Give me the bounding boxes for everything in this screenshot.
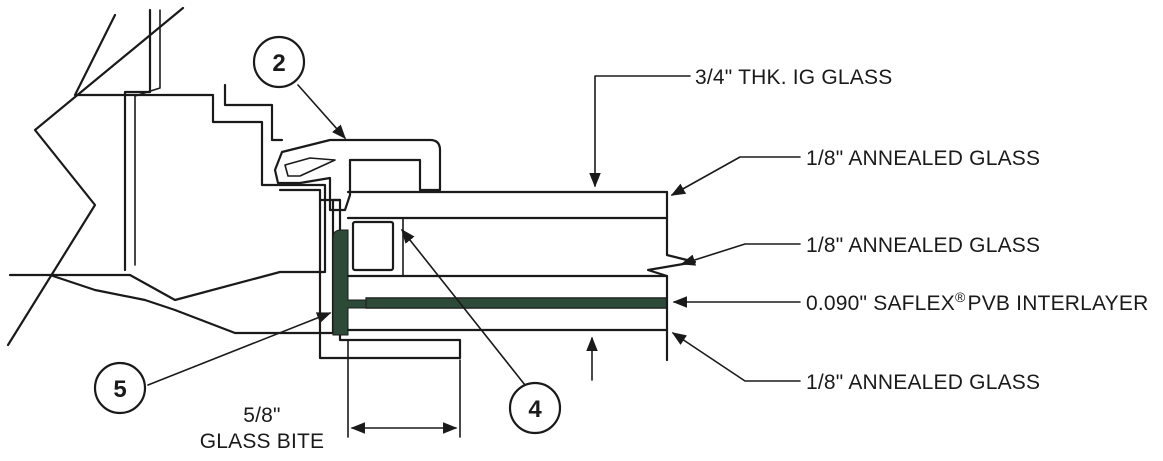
callout-2-circle <box>252 35 306 89</box>
callout-2-number: 2 <box>272 50 285 77</box>
glazing-stop <box>273 138 442 212</box>
label-ig-glass: 3/4" THK. IG GLASS <box>695 66 892 89</box>
glazing-stop-hook <box>284 157 336 177</box>
label-annealed-top: 1/8" ANNEALED GLASS <box>806 147 1040 170</box>
callout-4-circle <box>508 381 562 435</box>
label-glass-bite: GLASS BITE <box>200 430 325 453</box>
frame-rib-inner <box>134 9 161 266</box>
frame-profile-upper <box>223 83 284 142</box>
label-annealed-bottom: 1/8" ANNEALED GLASS <box>806 371 1040 394</box>
ig-spacer <box>351 220 395 272</box>
leader-annealed-mid <box>680 243 801 266</box>
pocket-outline <box>318 198 462 360</box>
callout-5: 5 <box>93 361 147 415</box>
glazing-pocket <box>278 188 462 360</box>
leader-callout-5 <box>147 312 332 386</box>
pocket-return <box>278 188 322 202</box>
callout-4: 4 <box>508 381 562 435</box>
leader-annealed-bottom <box>671 332 801 382</box>
registered-mark: ® <box>955 289 966 305</box>
label-annealed-mid: 1/8" ANNEALED GLASS <box>806 234 1040 257</box>
glass-edge-break <box>646 190 697 362</box>
frame-profile-lower <box>48 198 342 335</box>
callout-5-number: 5 <box>113 376 126 403</box>
callout-5-circle <box>93 361 147 415</box>
leader-ig-glass <box>589 75 691 188</box>
label-interlayer: 0.090" SAFLEX®PVB INTERLAYER <box>806 289 1148 315</box>
leaders <box>147 75 801 438</box>
leader-callout-4 <box>401 228 526 386</box>
frame-outer-edge <box>6 6 185 347</box>
frame-rib <box>123 8 152 272</box>
frame-inner-web <box>8 13 327 302</box>
leader-callout-2 <box>297 84 346 140</box>
label-interlayer-prefix: 0.090" SAFLEX <box>806 292 955 315</box>
glass-unit <box>346 190 697 362</box>
label-interlayer-suffix: PVB INTERLAYER <box>968 292 1149 315</box>
leader-annealed-top <box>670 156 801 196</box>
label-bite-value: 5/8" <box>243 404 280 427</box>
frame-extrusion <box>6 6 342 347</box>
pvb-interlayer-bar <box>365 297 668 309</box>
glazing-stop-outline <box>273 138 442 212</box>
callout-4-number: 4 <box>528 396 542 423</box>
structural-sealant <box>332 229 367 336</box>
callout-2: 2 <box>252 35 306 89</box>
